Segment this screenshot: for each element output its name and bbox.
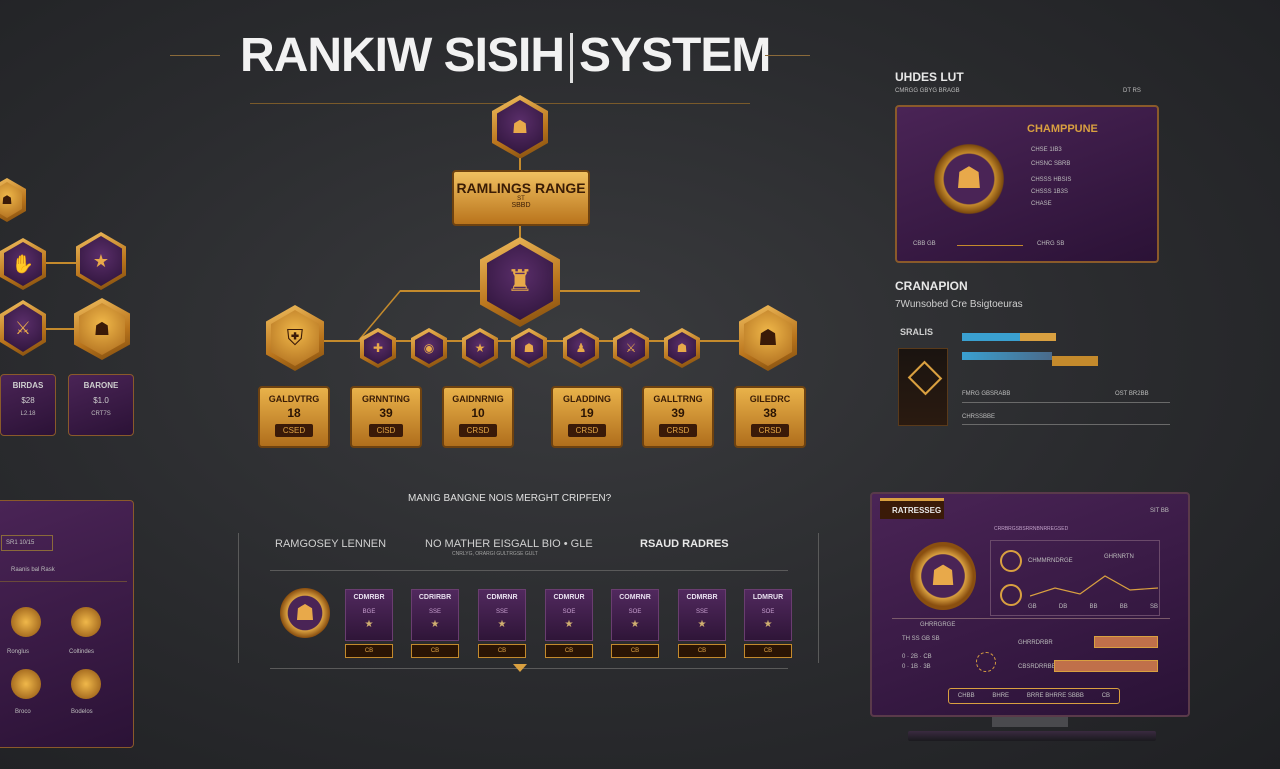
monitor-bar-2: [1054, 660, 1158, 672]
helmet-icon[interactable]: [11, 607, 41, 637]
shield-icon: ⛨: [286, 325, 304, 350]
person-icon: ♟: [575, 341, 587, 355]
left-node-2[interactable]: ✋: [0, 238, 46, 290]
rank-node-small-7[interactable]: ☗: [664, 328, 700, 368]
champion-emblem[interactable]: ☗: [931, 139, 1007, 219]
left-node-1[interactable]: ☗: [0, 178, 26, 222]
left-bottom-field[interactable]: SR1 10/15: [1, 535, 53, 551]
rank-node-small-5[interactable]: ♟: [563, 328, 599, 368]
chevron-down-icon[interactable]: [513, 664, 527, 672]
rank-node-small-2[interactable]: ◉: [411, 328, 447, 368]
left-node-4[interactable]: ⚔: [0, 300, 46, 356]
top-rank-node[interactable]: ☗: [492, 95, 548, 159]
right-mid-heading: CRANAPION: [895, 279, 968, 293]
helmet-icon: ☗: [955, 162, 983, 195]
hand-icon: ✋: [11, 254, 35, 274]
knight-icon: ♜: [506, 265, 534, 298]
right-top-heading: UHDES LUT: [895, 70, 964, 84]
left-node-3[interactable]: ★: [76, 232, 126, 290]
helmet-icon: ☗: [930, 560, 956, 591]
cross-icon: ✚: [372, 341, 384, 355]
monitor-bar-1: [1094, 636, 1158, 648]
star-icon: ★: [497, 619, 507, 630]
rank-node-small-3[interactable]: ★: [462, 328, 498, 368]
left-card-2[interactable]: BARONE $1.0 CRT7S: [68, 374, 134, 436]
bottom-question: MANIG BANGNE NOIS MERGHT CRIPFEN?: [408, 493, 612, 504]
mask-icon: ◉: [423, 341, 435, 355]
rank-node-small-1[interactable]: ✚: [360, 328, 396, 368]
left-node-5[interactable]: ☗: [74, 298, 130, 360]
sword-icon: ⚔: [14, 318, 32, 338]
stat-bar-blue: [962, 333, 1020, 341]
left-card-1[interactable]: BIRDAS $28 L2.18: [0, 374, 56, 436]
monitor-base: [908, 731, 1156, 741]
helmet-icon: ☗: [511, 117, 529, 137]
star-icon: ★: [697, 619, 707, 630]
rank-node-small-6[interactable]: ⚔: [613, 328, 649, 368]
rank-node-6[interactable]: ☗: [739, 305, 797, 371]
helmet-icon: ☗: [758, 325, 778, 350]
rank-node-1[interactable]: ⛨: [266, 305, 324, 371]
star-icon: ★: [92, 251, 110, 271]
left-bottom-panel: SR1 10/15 Raanis bal Rask Ronglus Coltin…: [0, 500, 134, 748]
helmet-icon: ☗: [1, 193, 13, 207]
champion-panel: ☗ CHAMPPUNE CHSE 1IB3 CHSNC SBRB CHSSS H…: [895, 105, 1159, 263]
stat-bar-2: [962, 352, 1052, 360]
range-label-box: RAMLINGS RANGE ST SBBD: [452, 170, 590, 226]
helmet-icon[interactable]: [71, 607, 101, 637]
title-underline: [250, 103, 750, 104]
mask-icon: ☗: [676, 341, 688, 355]
helmet-icon: ☗: [523, 341, 535, 355]
stat-bar-gold: [1020, 333, 1056, 341]
star-icon: ★: [364, 619, 374, 630]
helmet-icon: ☗: [93, 319, 111, 339]
star-icon: ★: [564, 619, 574, 630]
sword-icon[interactable]: [71, 669, 101, 699]
star-icon: ★: [763, 619, 773, 630]
title-ornament-left: [170, 55, 220, 56]
title-ornament-right: [765, 55, 810, 56]
monitor-panel: RATRESSEG SIT BB CRRBRGSBSRRNBNRREGSED ☗…: [870, 492, 1190, 717]
champion-portrait[interactable]: ☗: [280, 588, 330, 638]
star-icon: ★: [630, 619, 640, 630]
helmet-icon: ☗: [295, 600, 315, 625]
sword-icon: ⚔: [625, 341, 637, 355]
monitor-stand: [992, 717, 1068, 727]
star-icon: ★: [430, 619, 440, 630]
monitor-emblem[interactable]: ☗: [910, 542, 976, 610]
shield-icon[interactable]: [11, 669, 41, 699]
monitor-line-graph: [1030, 575, 1158, 597]
stat-bar-3: [1052, 356, 1098, 366]
star-icon: ★: [474, 341, 486, 355]
rank-emblem-card[interactable]: [898, 348, 948, 426]
champion-rank-node[interactable]: ♜: [480, 237, 560, 327]
rank-node-small-4[interactable]: ☗: [511, 328, 547, 368]
